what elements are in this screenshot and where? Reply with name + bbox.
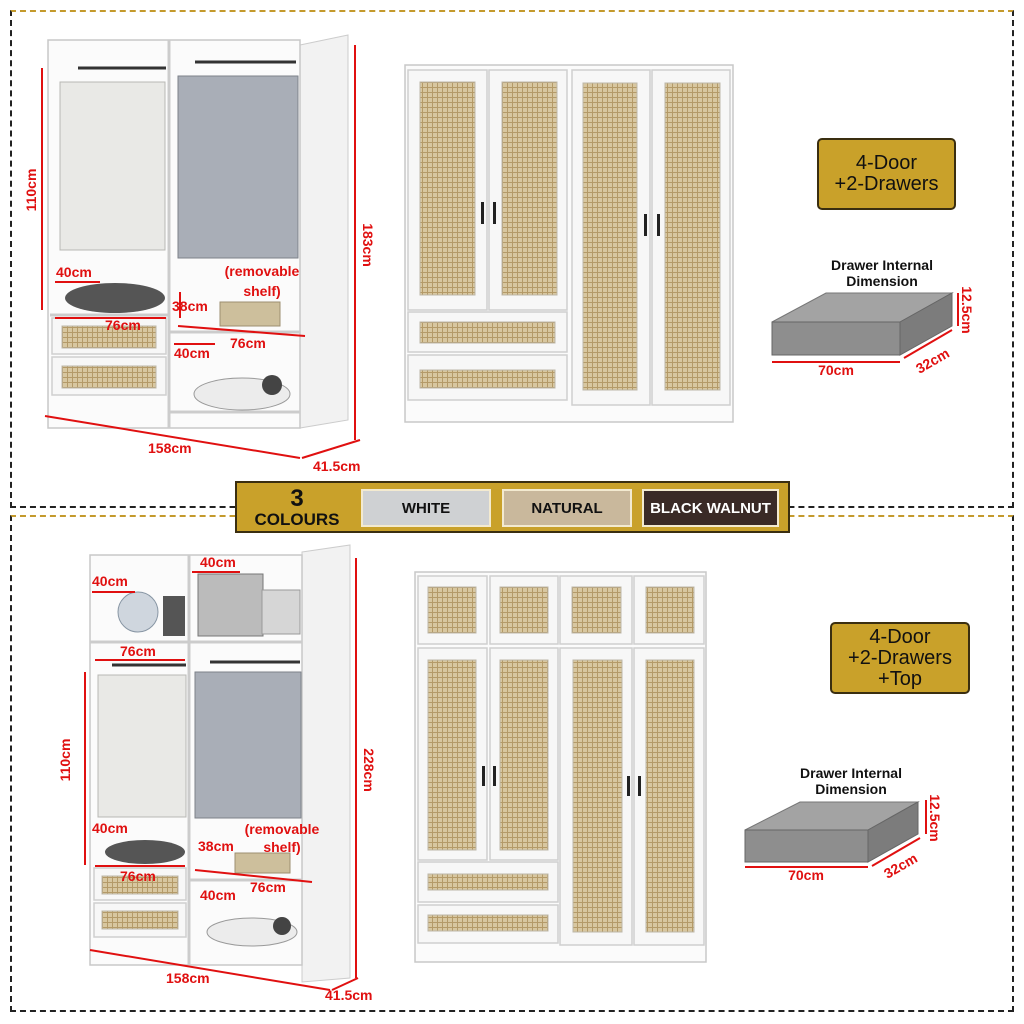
swatch-label: WHITE <box>401 499 451 517</box>
dim-depth-total: 41.5cm <box>313 458 360 474</box>
colour-count-label: COLOURS <box>254 510 340 529</box>
dim-top-right-depth: 40cm <box>200 554 236 570</box>
badge-line: +2-Drawers <box>834 173 939 195</box>
swatch-label: BLACK WALNUT <box>650 499 771 517</box>
badge-line: 4-Door <box>855 152 918 174</box>
drawer-length: 70cm <box>788 867 824 883</box>
dim-height-total: 228cm <box>361 748 377 792</box>
removable-shelf-label: (removable <box>245 821 320 837</box>
swatch-black-walnut: BLACK WALNUT <box>642 489 779 527</box>
removable-shelf-label: shelf) <box>263 839 300 855</box>
badge-line: +2-Drawers <box>848 646 952 669</box>
bottom-interior-wardrobe: 40cm 40cm 76cm 110cm 228cm 40cm 38cm (re… <box>57 544 377 1003</box>
pillow <box>65 283 165 313</box>
dim-top-width: 76cm <box>120 643 156 659</box>
dim-left-depth: 40cm <box>56 264 92 280</box>
dim-right-width: 76cm <box>230 335 266 351</box>
storage-box <box>219 301 281 327</box>
drawer-title: Dimension <box>846 273 918 289</box>
dim-width-total: 158cm <box>166 970 210 986</box>
top-config-badge: 4-Door +2-Drawers <box>817 138 956 210</box>
top-drawer-diagram: Drawer Internal Dimension 70cm 32cm 12.5… <box>771 257 975 378</box>
drawer-depth: 32cm <box>881 850 920 882</box>
dim-right-depth: 40cm <box>200 887 236 903</box>
badge-line: 4-Door <box>869 625 931 648</box>
dim-width-total: 158cm <box>148 440 192 456</box>
dim-right-width: 76cm <box>250 879 286 895</box>
top-front-wardrobe <box>404 64 734 423</box>
dim-shelf-gap: 38cm <box>172 298 208 314</box>
drawer-height: 12.5cm <box>959 286 975 333</box>
box <box>163 596 185 636</box>
clothes <box>59 81 166 251</box>
dim-left-width: 76cm <box>120 868 156 884</box>
bottom-drawer-diagram: Drawer Internal Dimension 70cm 32cm 12.5… <box>744 765 943 883</box>
drawer-length: 70cm <box>818 362 854 378</box>
lamp <box>117 591 159 633</box>
drawer-height: 12.5cm <box>927 794 943 841</box>
removable-shelf-label: shelf) <box>243 283 280 299</box>
drawer-title: Drawer Internal <box>800 765 902 781</box>
dim-height-hang: 110cm <box>23 169 39 212</box>
colour-legend: 3 COLOURS WHITE NATURAL BLACK WALNUT <box>235 481 790 533</box>
cushions <box>197 573 264 637</box>
colour-count-number: 3 <box>290 485 304 512</box>
bag <box>261 589 301 635</box>
bottom-front-wardrobe <box>414 571 707 963</box>
colour-count: 3 COLOURS <box>245 487 349 529</box>
removable-shelf-label: (removable <box>225 263 300 279</box>
swatch-natural: NATURAL <box>502 489 632 527</box>
dim-depth-total: 41.5cm <box>325 987 372 1003</box>
dim-height-total: 183cm <box>360 223 376 267</box>
drawer-title: Dimension <box>815 781 887 797</box>
dim-height-hang: 110cm <box>57 739 73 782</box>
dim-left-depth: 40cm <box>92 820 128 836</box>
bottom-config-badge: 4-Door +2-Drawers +Top <box>830 622 970 694</box>
swatch-label: NATURAL <box>531 499 603 517</box>
dim-top-left-depth: 40cm <box>92 573 128 589</box>
dim-right-depth: 40cm <box>174 345 210 361</box>
dim-shelf-gap: 38cm <box>198 838 234 854</box>
swatch-white: WHITE <box>361 489 491 527</box>
dim-left-width: 76cm <box>105 317 141 333</box>
top-interior-wardrobe: 110cm 183cm 40cm 76cm 38cm (removable sh… <box>23 34 376 474</box>
clothes <box>177 75 299 259</box>
drawer-title: Drawer Internal <box>831 257 933 273</box>
badge-line: +Top <box>878 667 922 690</box>
